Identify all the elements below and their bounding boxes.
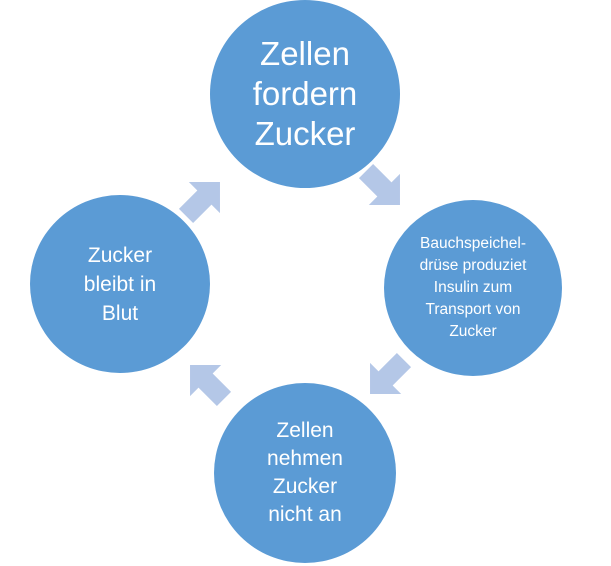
cycle-node-cells-reject-sugar: Zellen nehmen Zucker nicht an bbox=[214, 383, 396, 563]
node-label: Zellen fordern Zucker bbox=[252, 35, 358, 152]
cycle-node-sugar-stays-in-blood: Zucker bleibt in Blut bbox=[30, 195, 210, 373]
cycle-node-cells-demand-sugar: Zellen fordern Zucker bbox=[210, 0, 400, 188]
node-label: Zellen nehmen Zucker nicht an bbox=[267, 419, 343, 526]
node-label: Zucker bleibt in Blut bbox=[83, 243, 157, 325]
node-label: Bauchspeichel- drüse produziet Insulin z… bbox=[419, 235, 527, 340]
arrow-right-to-bottom bbox=[354, 344, 420, 410]
cycle-node-pancreas-insulin: Bauchspeichel- drüse produziet Insulin z… bbox=[384, 200, 562, 376]
arrow-bottom-to-left bbox=[174, 349, 240, 415]
